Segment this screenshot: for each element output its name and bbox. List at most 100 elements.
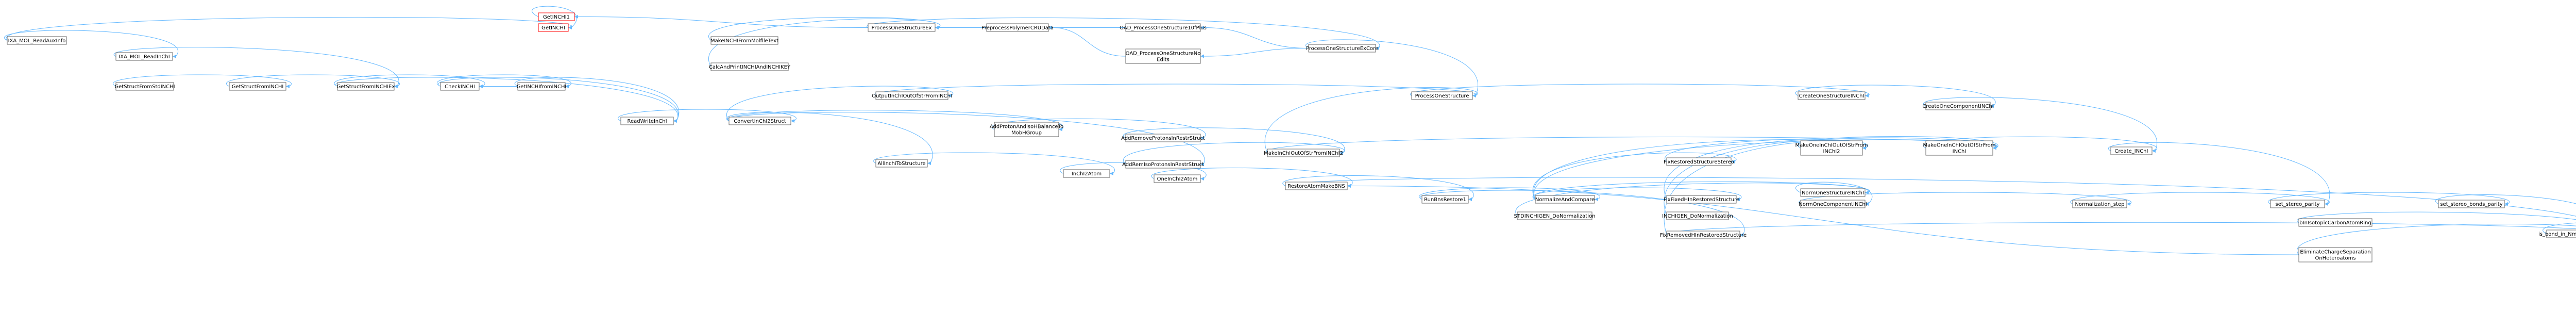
node-label: Normalization_step — [2075, 202, 2124, 207]
node-box — [1666, 231, 1740, 239]
edge-arrowhead — [1340, 151, 1343, 155]
node-label: MakeOneInChIOutOfStrFrom — [1923, 143, 1996, 149]
node-arir[interactable]: AddRemIsoProtonsInRestrStruct — [1122, 160, 1204, 169]
node-ibim[interactable]: is_bond_in_Nmax_memb_ring — [2538, 229, 2576, 238]
node-label: ConvertInChI2Struct — [734, 119, 786, 124]
node-nac[interactable]: NormalizeAndCompare — [1535, 195, 1595, 204]
node-ncin[interactable]: NormOneComponentINChI — [1799, 200, 1867, 208]
node-label: AddRemoveProtonsInRestrStruct — [1121, 136, 1205, 141]
edge — [867, 17, 1380, 48]
node-label: FixFixedHInRestoredStructure — [1664, 197, 1739, 203]
node-rwc[interactable]: ReadWriteInChI — [620, 117, 674, 125]
node-oca[interactable]: OneInChI2Atom — [1154, 174, 1201, 183]
node-gsfe[interactable]: GetStructFromINCHIEx — [337, 82, 395, 91]
node-gsfs[interactable]: GetStructFromStdINCHI — [114, 82, 175, 91]
edge-arrowhead — [1200, 162, 1204, 166]
node-box — [1308, 44, 1376, 53]
node-ixma[interactable]: IXA_MOL_ReadAuxInfo — [7, 36, 67, 45]
node-label: AllInchiToStructure — [877, 161, 925, 167]
node-mnic[interactable]: MakeINCHIFromMolfileText — [710, 36, 778, 45]
edge-arrowhead — [791, 119, 794, 123]
edge-arrowhead — [286, 85, 290, 88]
edge — [1795, 85, 1996, 106]
node-nosi[interactable]: NormOneStructureINChI — [1800, 188, 1866, 197]
node-chk[interactable]: CheckINCHI — [440, 82, 480, 91]
edge — [6, 17, 573, 41]
node-label: NormOneComponentINChI — [1799, 202, 1867, 207]
edge — [438, 77, 679, 121]
edge-arrowhead — [1865, 191, 1869, 194]
node-gi[interactable]: GetINCHI — [538, 23, 569, 32]
node-label: FixRestoredStructureStereo — [1664, 159, 1734, 165]
node-cosi[interactable]: CreateOneStructureINChI — [1798, 91, 1866, 100]
edge-arrowhead — [1990, 104, 1994, 108]
node-label: OAD_ProcessOneStructure10fPlus — [1120, 25, 1207, 31]
node-gi1[interactable]: GetINCHI1 — [538, 12, 575, 21]
node-ffrs[interactable]: FixFixedHInRestoredStructure — [1664, 195, 1739, 204]
node-icar[interactable]: bInIsotopicCarbonAtomRing — [2298, 218, 2372, 227]
node-box — [538, 12, 575, 21]
edge — [1532, 152, 1737, 200]
node-oad1[interactable]: OAD_ProcessOneStructure10fPlus — [1120, 23, 1207, 32]
edge-arrowhead — [2152, 149, 2156, 153]
node-posc[interactable]: ProcessOneStructureExCore — [1306, 44, 1378, 53]
node-label: NormOneStructureINChI — [1802, 190, 1864, 196]
node-poex[interactable]: ProcessOneStructureEx — [868, 23, 936, 32]
edge — [1306, 39, 1478, 96]
node-mio[interactable]: MakeInChIOutOfStrFromINChI2 — [1264, 149, 1343, 157]
node-aics[interactable]: AllInchiToStructure — [875, 159, 928, 168]
node-ppcr[interactable]: PreprocessPolymerCRUData — [981, 23, 1054, 32]
node-box — [1154, 174, 1201, 183]
node-cics[interactable]: ConvertInChI2Struct — [728, 117, 791, 125]
node-iden[interactable]: INCHIGEN_DoNormalization — [1662, 211, 1733, 220]
node-label: CalcAndPrintINCHIAndINCHIKEY — [709, 64, 791, 70]
node-label: CreateOneComponentINChI — [1922, 104, 1993, 109]
node-fsr[interactable]: FixRestoredStructureStereo — [1664, 157, 1734, 166]
edge — [1151, 168, 1353, 186]
node-rbr[interactable]: RunBnsRestore1 — [1421, 195, 1469, 204]
node-ocfp[interactable]: OutputInChIOutOfStrFromINChI — [872, 91, 952, 100]
node-gfic[interactable]: GetINCHIfromINCHI — [517, 82, 567, 91]
edge — [1123, 142, 1345, 165]
node-box — [1411, 91, 1473, 100]
edge — [1420, 190, 1745, 235]
edge — [1533, 187, 1742, 200]
node-label: INChI2 — [1823, 149, 1840, 155]
node-cinc[interactable]: Create_INChI — [2110, 146, 2153, 155]
edge — [2435, 194, 2576, 204]
edge-arrowhead — [1200, 136, 1204, 140]
edge-arrowhead — [1468, 198, 1472, 201]
node-label: STDINCHIGEN_DoNormalization — [1514, 214, 1596, 219]
node-stdd[interactable]: STDINCHIGEN_DoNormalization — [1514, 211, 1596, 220]
node-ssbp[interactable]: set_stereo_bonds_parity — [2438, 200, 2505, 208]
node-raab[interactable]: RestoreAtomMakeBNS — [1285, 182, 1348, 190]
node-ssp[interactable]: set_stereo_parity — [2270, 200, 2325, 208]
node-ccin[interactable]: CreateOneComponentINChI — [1922, 102, 1994, 110]
node-pos[interactable]: ProcessOneStructure — [1411, 91, 1473, 100]
node-ixmr[interactable]: IXA_MOL_ReadInChI — [115, 52, 173, 61]
node-nstep[interactable]: Normalization_step — [2072, 200, 2127, 208]
node-gsfi[interactable]: GetStructFromINCHI — [229, 82, 286, 91]
edge — [618, 109, 796, 121]
node-label: OneInChI2Atom — [1157, 176, 1198, 182]
edge-arrowhead — [1865, 94, 1869, 97]
edge — [1203, 27, 1309, 48]
node-cpik[interactable]: CalcAndPrintINCHIAndINCHIKEY — [709, 62, 791, 71]
node-frrs[interactable]: FixRemovedHInRestoredStructure — [1660, 231, 1747, 239]
edge-arrowhead — [1048, 26, 1052, 29]
node-label: OutputInChIOutOfStrFromINChI — [872, 93, 952, 99]
node-box — [986, 23, 1049, 32]
node-box — [1666, 157, 1732, 166]
edge — [726, 86, 954, 121]
node-arpr[interactable]: AddRemoveProtonsInRestrStruct — [1121, 134, 1205, 142]
edge — [335, 77, 679, 121]
node-ic2a[interactable]: InChI2Atom — [1063, 169, 1110, 178]
node-box — [728, 117, 791, 125]
node-label: RunBnsRestore1 — [1424, 197, 1466, 203]
edge — [1266, 137, 1997, 153]
